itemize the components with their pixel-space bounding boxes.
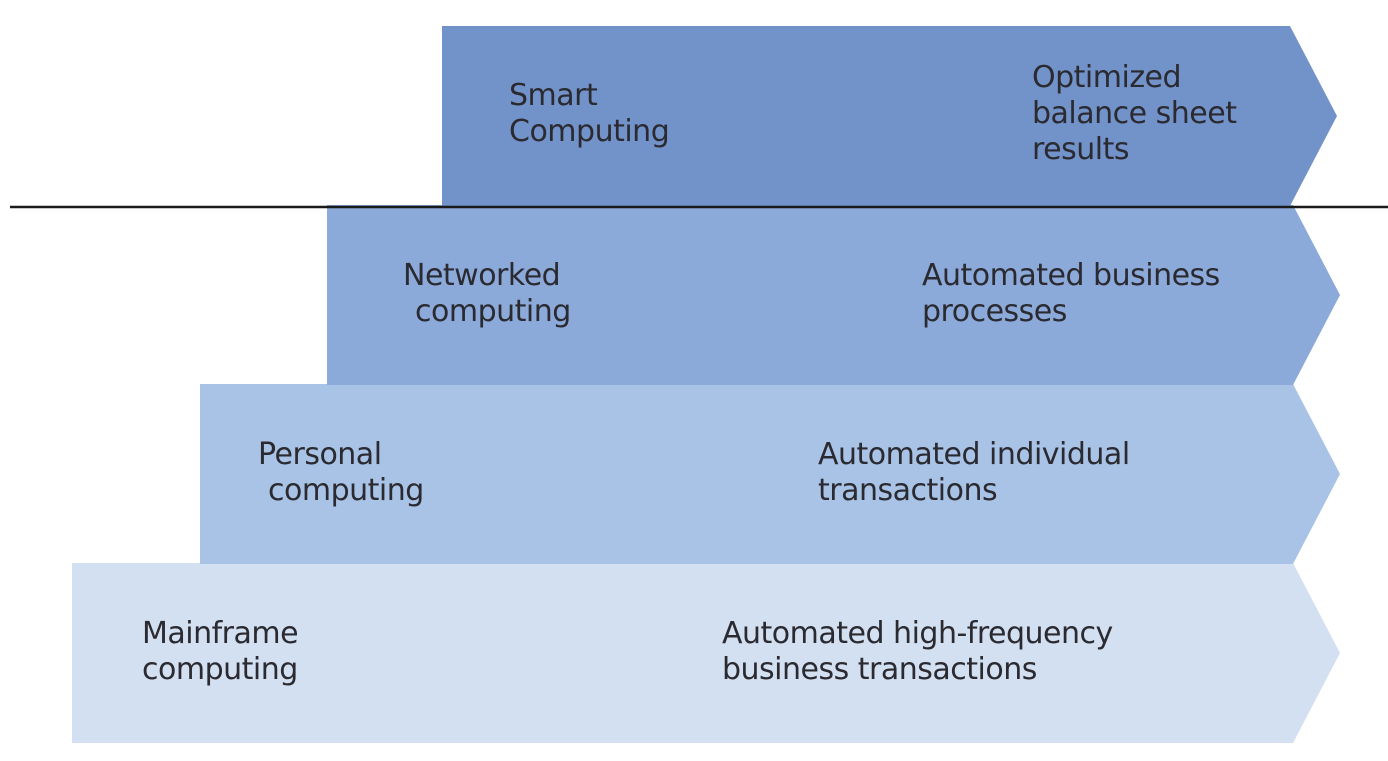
- personal-computing-label: Personal computing: [258, 437, 424, 509]
- mainframe-computing-outcome: Automated high-frequency business transa…: [722, 616, 1113, 688]
- networked-computing-label: Networked computing: [403, 258, 571, 330]
- mainframe-computing-label-line-1: Mainframe: [142, 616, 299, 651]
- smart-computing-outcome-line-3: results: [1032, 132, 1130, 167]
- smart-computing-label-line-2: Computing: [509, 114, 670, 149]
- mainframe-computing-outcome-line-1: Automated high-frequency: [722, 616, 1113, 651]
- smart-computing-band: [442, 26, 1337, 206]
- mainframe-computing-outcome-line-2: business transactions: [722, 652, 1037, 687]
- mainframe-computing-label-line-2: computing: [142, 652, 298, 687]
- personal-computing-outcome-line-2: transactions: [818, 473, 998, 508]
- smart-computing-label-line-1: Smart: [509, 78, 598, 113]
- smart-computing-outcome: Optimized balance sheet results: [1032, 60, 1237, 168]
- personal-computing-label-line-1: Personal: [258, 437, 382, 472]
- networked-computing-outcome: Automated business processes: [922, 258, 1220, 330]
- networked-computing-outcome-line-2: processes: [922, 294, 1067, 329]
- networked-computing-band: [327, 205, 1340, 385]
- networked-computing-label-line-2: computing: [415, 294, 571, 329]
- smart-computing-outcome-line-1: Optimized: [1032, 60, 1182, 95]
- networked-computing-label-line-1: Networked: [403, 258, 561, 293]
- personal-computing-outcome: Automated individual transactions: [818, 437, 1130, 509]
- mainframe-computing-band: [72, 563, 1340, 743]
- personal-computing-band: [200, 384, 1340, 564]
- mainframe-computing-label: Mainframe computing: [142, 616, 299, 688]
- networked-computing-outcome-line-1: Automated business: [922, 258, 1220, 293]
- personal-computing-label-line-2: computing: [268, 473, 424, 508]
- smart-computing-label: Smart Computing: [509, 78, 670, 150]
- personal-computing-outcome-line-1: Automated individual: [818, 437, 1130, 472]
- smart-computing-outcome-line-2: balance sheet: [1032, 96, 1237, 131]
